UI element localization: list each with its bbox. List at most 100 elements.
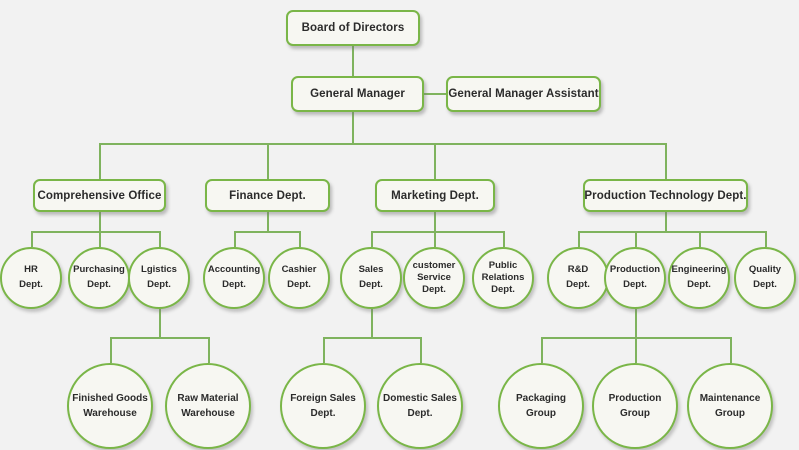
node-domestic-sales-dept-line2: Dept. — [407, 408, 433, 419]
node-sales-dept-line2: Dept. — [359, 279, 383, 290]
node-production-group-line1: Production — [608, 392, 662, 404]
node-hr-dept-line1: HR — [24, 264, 38, 276]
connector-finance-stem — [267, 212, 269, 231]
connector-drop-foreign-sales — [323, 337, 325, 363]
node-public-relations-dept[interactable]: Public Relations Dept. — [472, 247, 534, 309]
node-foreign-sales-dept[interactable]: Foreign Sales Dept. — [280, 363, 366, 449]
node-public-relations-dept-line2: Relations — [481, 272, 525, 284]
node-hr-dept[interactable]: HR Dept. — [0, 247, 62, 309]
node-quality-dept-line1: Quality — [748, 264, 782, 276]
connector-production-stem — [635, 309, 637, 337]
node-purchasing-dept-line1: Purchasing — [73, 264, 125, 276]
connector-drop-domestic-sales — [420, 337, 422, 363]
connector-drop-quality — [765, 231, 767, 247]
node-cashier-dept[interactable]: Cashier Dept. — [268, 247, 330, 309]
connector-gm-to-assistant — [424, 93, 446, 95]
node-packaging-group[interactable]: Packaging Group — [498, 363, 584, 449]
node-cashier-dept-line2: Dept. — [287, 279, 311, 290]
node-customer-service-dept-line3: Dept. — [422, 283, 446, 295]
connector-drop-logistics — [159, 231, 161, 247]
node-general-manager[interactable]: General Manager — [291, 76, 424, 112]
connector-logistics-bus — [110, 337, 208, 339]
connector-comprehensive-office-stem — [99, 212, 101, 231]
node-rnd-dept-line2: Dept. — [566, 279, 590, 290]
node-production-dept-line1: Production — [609, 264, 661, 276]
node-engineering-dept[interactable]: Engineering Dept. — [668, 247, 730, 309]
connector-drop-production-group — [635, 337, 637, 363]
node-general-manager-assistant[interactable]: General Manager Assistant — [446, 76, 601, 112]
connector-board-to-gm — [352, 46, 354, 76]
node-finance-dept[interactable]: Finance Dept. — [205, 179, 330, 212]
connector-logistics-stem — [159, 309, 161, 337]
node-domestic-sales-dept-line1: Domestic Sales — [383, 392, 457, 404]
connector-drop-maintenance-group — [730, 337, 732, 363]
node-customer-service-dept[interactable]: customer Service Dept. — [403, 247, 465, 309]
node-finished-goods-warehouse[interactable]: Finished Goods Warehouse — [67, 363, 153, 449]
node-purchasing-dept-line2: Dept. — [87, 279, 111, 290]
node-logistics-dept-line1: Lgistics — [141, 264, 177, 276]
node-foreign-sales-dept-line1: Foreign Sales — [290, 392, 356, 404]
connector-drop-hr — [31, 231, 33, 247]
node-production-group-line2: Group — [620, 408, 650, 419]
node-cashier-dept-line1: Cashier — [281, 264, 317, 276]
connector-drop-packaging-group — [541, 337, 543, 363]
node-finished-goods-warehouse-line1: Finished Goods — [72, 392, 148, 404]
node-foreign-sales-dept-line2: Dept. — [310, 408, 336, 419]
connector-drop-accounting — [234, 231, 236, 247]
connector-production-tech-bus — [578, 231, 767, 233]
node-public-relations-dept-line1: Public — [488, 260, 518, 272]
node-maintenance-group[interactable]: Maintenance Group — [687, 363, 773, 449]
connector-sales-bus — [323, 337, 420, 339]
node-accounting-dept-line2: Dept. — [222, 279, 246, 290]
node-public-relations-dept-line3: Dept. — [491, 283, 515, 295]
connector-gm-to-bus — [352, 112, 354, 144]
connector-drop-finance — [267, 143, 269, 179]
node-maintenance-group-line2: Group — [715, 408, 745, 419]
connector-drop-purchasing — [99, 231, 101, 247]
connector-drop-marketing — [434, 143, 436, 179]
node-comprehensive-office[interactable]: Comprehensive Office — [33, 179, 166, 212]
node-quality-dept[interactable]: Quality Dept. — [734, 247, 796, 309]
node-production-dept[interactable]: Production Dept. — [604, 247, 666, 309]
node-domestic-sales-dept[interactable]: Domestic Sales Dept. — [377, 363, 463, 449]
node-customer-service-dept-line2: Service — [417, 272, 451, 284]
node-accounting-dept-line1: Accounting — [207, 264, 261, 276]
connector-production-tech-stem — [665, 212, 667, 231]
node-sales-dept[interactable]: Sales Dept. — [340, 247, 402, 309]
connector-level2-bus — [99, 143, 666, 145]
connector-marketing-stem — [434, 212, 436, 231]
node-hr-dept-line2: Dept. — [19, 279, 43, 290]
node-production-group[interactable]: Production Group — [592, 363, 678, 449]
connector-drop-engineering — [699, 231, 701, 247]
node-raw-material-warehouse[interactable]: Raw Material Warehouse — [165, 363, 251, 449]
node-production-technology-dept[interactable]: Production Technology Dept. — [583, 179, 748, 212]
node-accounting-dept[interactable]: Accounting Dept. — [203, 247, 265, 309]
node-packaging-group-line2: Group — [526, 408, 556, 419]
node-logistics-dept-line2: Dept. — [147, 279, 171, 290]
connector-finance-bus — [234, 231, 301, 233]
node-quality-dept-line2: Dept. — [753, 279, 777, 290]
node-packaging-group-line1: Packaging — [515, 392, 567, 404]
connector-drop-customer-service — [434, 231, 436, 247]
node-rnd-dept-line1: R&D — [567, 264, 589, 276]
connector-drop-production-tech — [665, 143, 667, 179]
connector-drop-public-relations — [503, 231, 505, 247]
connector-marketing-bus — [371, 231, 503, 233]
connector-drop-raw-material-warehouse — [208, 337, 210, 363]
node-marketing-dept[interactable]: Marketing Dept. — [375, 179, 495, 212]
node-board-of-directors[interactable]: Board of Directors — [286, 10, 420, 46]
connector-drop-sales — [371, 231, 373, 247]
node-sales-dept-line1: Sales — [358, 264, 384, 276]
node-rnd-dept[interactable]: R&D Dept. — [547, 247, 609, 309]
connector-drop-finished-goods-warehouse — [110, 337, 112, 363]
node-customer-service-dept-line1: customer — [412, 260, 456, 272]
node-logistics-dept[interactable]: Lgistics Dept. — [128, 247, 190, 309]
node-purchasing-dept[interactable]: Purchasing Dept. — [68, 247, 130, 309]
node-finished-goods-warehouse-line2: Warehouse — [83, 408, 137, 419]
connector-sales-stem — [371, 309, 373, 337]
node-engineering-dept-line1: Engineering — [671, 264, 727, 276]
connector-drop-comprehensive-office — [99, 143, 101, 179]
node-raw-material-warehouse-line1: Raw Material — [177, 392, 239, 404]
node-maintenance-group-line1: Maintenance — [699, 392, 761, 404]
